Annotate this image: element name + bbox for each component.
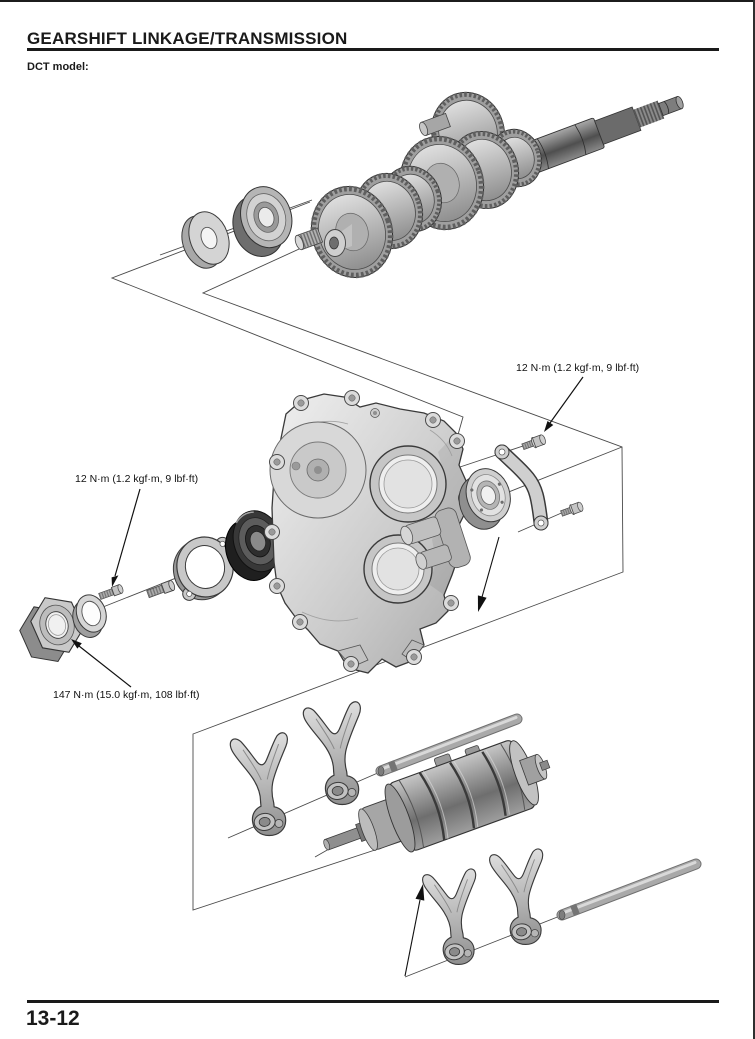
model-note: DCT model: [27, 61, 89, 73]
callout-arrow-locknut [71, 639, 132, 688]
gear-cluster [294, 91, 542, 279]
footer-rule [27, 1000, 719, 1003]
countershaft-stub [419, 112, 451, 136]
curved-bearing-set-plate [494, 444, 549, 531]
scan-edge-top [0, 0, 755, 2]
flange-bolt-lower [560, 501, 584, 517]
shift-fork-2 [302, 700, 371, 809]
shift-fork-1 [229, 731, 298, 840]
assembly-direction-arrow-forks [404, 884, 425, 977]
lock-nut [19, 597, 84, 663]
torque-callout-locknut: 147 N·m (15.0 kgf·m, 108 lbf·ft) [53, 689, 200, 701]
shift-drum [323, 740, 551, 853]
cover-boss-cylinders [400, 507, 471, 570]
oval-bearing-set-plate [172, 536, 234, 601]
torque-callout-left: 12 N·m (1.2 kgf·m, 9 lbf·ft) [75, 473, 199, 485]
callout-arrow-upper-right [544, 376, 584, 432]
page-number: 13-12 [26, 1007, 80, 1030]
shift-fork-shaft-lower [556, 858, 702, 921]
shift-fork-shaft-upper [375, 713, 523, 777]
shift-fork-3 [421, 867, 486, 968]
set-plate-bolt-b [146, 580, 176, 599]
torque-callout-upper-right: 12 N·m (1.2 kgf·m, 9 lbf·ft) [516, 362, 640, 374]
spline-stub [294, 227, 324, 251]
cover-bearing [458, 468, 511, 530]
page-title: GEARSHIFT LINKAGE/TRANSMISSION [27, 29, 348, 48]
shift-fork-4 [488, 847, 553, 948]
callout-arrow-left [111, 488, 141, 587]
set-plate-bolt-a [98, 584, 124, 600]
assembly-direction-arrow-cover [477, 536, 500, 612]
flange-bolt-upper [521, 434, 546, 451]
washer [72, 594, 107, 638]
cover-bolt-ears [264, 390, 474, 672]
ball-bearing [232, 186, 293, 257]
crankcase-cover [264, 390, 474, 674]
mainshaft [520, 95, 684, 175]
thrust-washer [181, 211, 230, 269]
title-rule [27, 48, 719, 51]
scan-edge-right [753, 0, 755, 1039]
